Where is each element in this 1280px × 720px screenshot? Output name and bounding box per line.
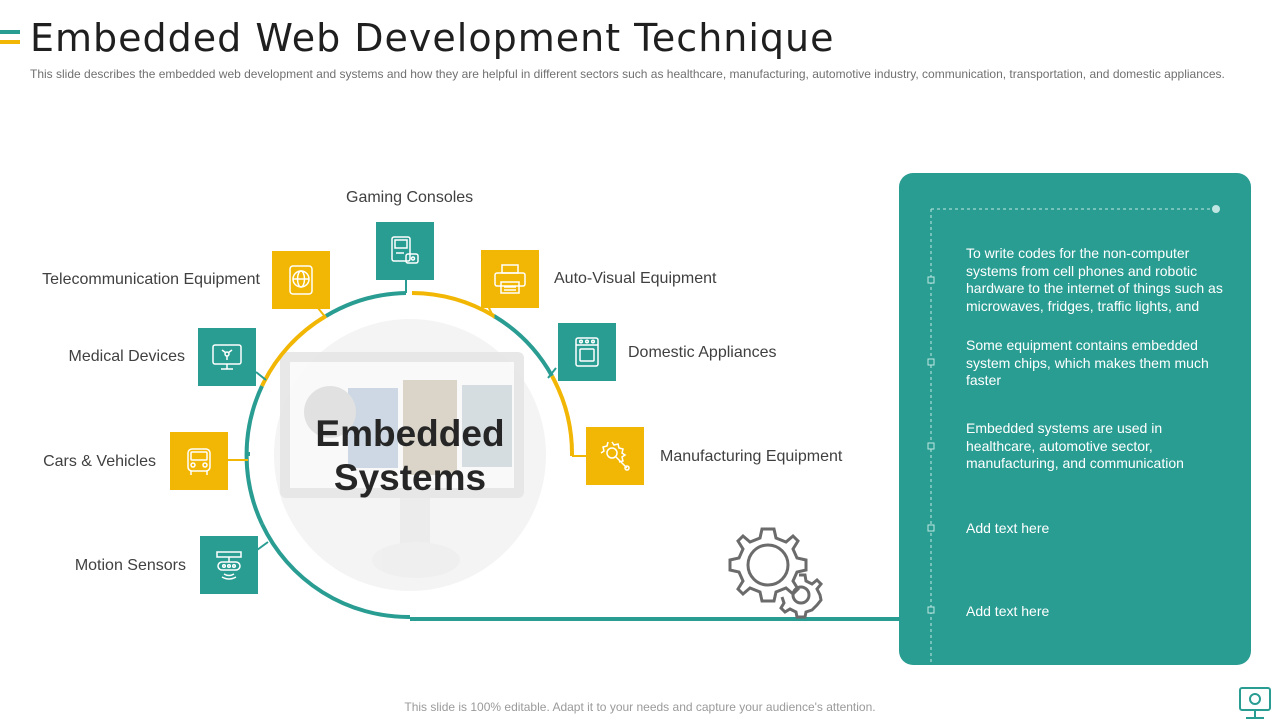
panel-item-3: Embedded systems are used in healthcare,… bbox=[966, 420, 1184, 471]
footer-note: This slide is 100% editable. Adapt it to… bbox=[404, 700, 876, 714]
monitor-illustration-icon bbox=[280, 352, 524, 578]
node-domestic-appliances bbox=[558, 323, 616, 381]
node-gaming-consoles bbox=[376, 222, 434, 280]
label-auto-visual: Auto-Visual Equipment bbox=[554, 270, 717, 287]
node-motion-sensors bbox=[200, 536, 258, 594]
node-auto-visual bbox=[481, 250, 539, 308]
panel-item-2: Some equipment contains embedded system … bbox=[966, 337, 1209, 388]
node-manufacturing bbox=[586, 427, 644, 485]
monitor-icon bbox=[212, 344, 242, 370]
outer-ring bbox=[244, 291, 900, 621]
node-cars-vehicles bbox=[170, 432, 228, 490]
accent-bar-teal bbox=[0, 30, 20, 34]
globe-phone-icon bbox=[289, 265, 313, 295]
center-label: Embedded Systems bbox=[282, 412, 538, 500]
label-domestic-appliances: Domestic Appliances bbox=[628, 344, 777, 361]
node-telecommunication bbox=[272, 251, 330, 309]
printer-icon bbox=[494, 264, 526, 294]
page-subtitle: This slide describes the embedded web de… bbox=[30, 67, 1225, 81]
center-label-line2: Systems bbox=[333, 457, 487, 498]
node-medical-devices bbox=[198, 328, 256, 386]
gear-wrench-icon bbox=[600, 441, 630, 471]
stove-icon bbox=[575, 337, 599, 367]
center-label-line1: Embedded bbox=[315, 413, 505, 454]
label-medical-devices: Medical Devices bbox=[68, 348, 185, 365]
label-manufacturing: Manufacturing Equipment bbox=[660, 448, 843, 465]
label-telecommunication: Telecommunication Equipment bbox=[42, 271, 260, 288]
page-title: Embedded Web Development Technique bbox=[30, 16, 835, 60]
label-motion-sensors: Motion Sensors bbox=[74, 557, 186, 574]
panel-item-5: Add text here bbox=[966, 603, 1050, 619]
label-cars-vehicles: Cars & Vehicles bbox=[43, 453, 156, 470]
truck-icon bbox=[187, 448, 211, 475]
label-gaming-consoles: Gaming Consoles bbox=[346, 189, 474, 206]
panel-item-4: Add text here bbox=[966, 520, 1050, 536]
sensor-icon bbox=[216, 551, 242, 580]
accent-bar-yellow bbox=[0, 40, 20, 44]
info-panel bbox=[899, 173, 1251, 665]
game-console-icon bbox=[391, 236, 419, 264]
panel-item-1: To write codes for the non-computer syst… bbox=[966, 245, 1223, 314]
connector-lines bbox=[228, 279, 586, 551]
